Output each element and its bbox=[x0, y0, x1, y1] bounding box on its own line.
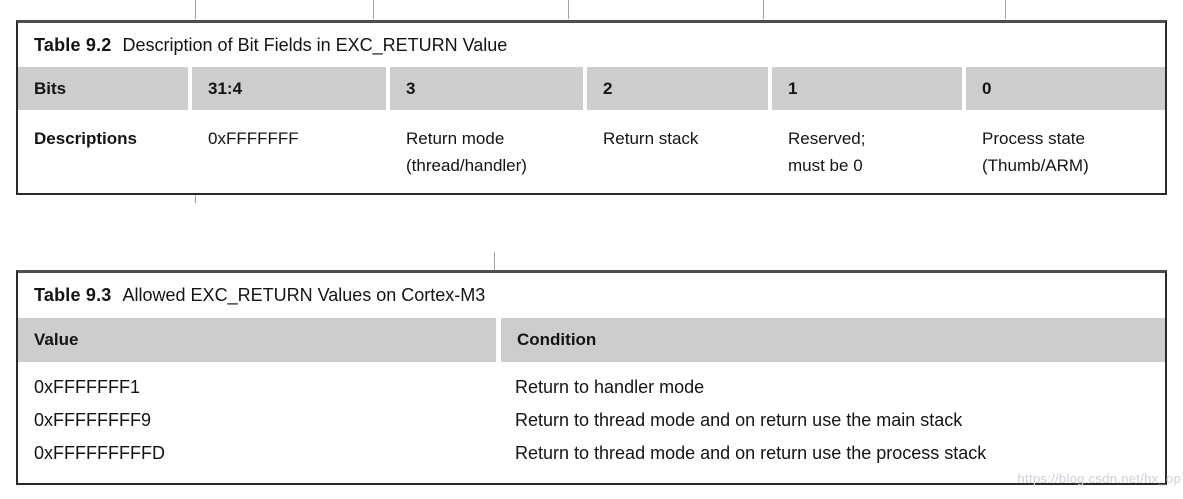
value-cell: 0xFFFFFFFF9 bbox=[34, 410, 151, 430]
col-header-condition: Condition bbox=[501, 318, 1165, 362]
table-number-label: Table 9.3 bbox=[34, 285, 112, 305]
exc-return-values-table: Table 9.3 Allowed EXC_RETURN Values on C… bbox=[16, 270, 1167, 485]
col-header-value: Value bbox=[18, 318, 496, 362]
cell-bit-0: Process state (Thumb/ARM) bbox=[982, 129, 1089, 175]
cell-bit-2: Return stack bbox=[603, 129, 699, 148]
value-cell: 0xFFFFFFF1 bbox=[34, 377, 140, 397]
column-tick-mark bbox=[568, 0, 569, 19]
column-tick-mark bbox=[195, 0, 196, 19]
condition-cell: Return to thread mode and on return use … bbox=[515, 443, 987, 463]
column-tick-mark bbox=[763, 0, 764, 19]
table-row: 0xFFFFFFFF9 Return to thread mode and on… bbox=[18, 404, 1165, 437]
column-tick-mark bbox=[494, 252, 495, 270]
value-cell: 0xFFFFFFFFFD bbox=[34, 443, 165, 463]
table-body: 0xFFFFFFF1 Return to handler mode 0xFFFF… bbox=[18, 362, 1165, 482]
table-row: 0xFFFFFFFFFD Return to thread mode and o… bbox=[18, 437, 1165, 470]
watermark: https://blog.csdn.net/hx_op bbox=[1017, 471, 1181, 486]
condition-cell: Return to thread mode and on return use … bbox=[515, 410, 963, 430]
cell-bits-31-4: 0xFFFFFFF bbox=[208, 129, 299, 148]
table-row: 0xFFFFFFF1 Return to handler mode bbox=[18, 371, 1165, 404]
row-header-descriptions: Descriptions bbox=[34, 129, 137, 148]
col-header-bits: Bits bbox=[18, 67, 188, 110]
table-header-row: Value Condition bbox=[18, 318, 1165, 362]
table-number-label: Table 9.2 bbox=[34, 34, 112, 55]
col-header-31-4: 31:4 bbox=[192, 67, 386, 110]
table-title-text: Description of Bit Fields in EXC_RETURN … bbox=[122, 34, 508, 55]
cell-bit-3: Return mode (thread/handler) bbox=[406, 129, 527, 175]
bit-fields-table: Table 9.2 Description of Bit Fields in E… bbox=[16, 20, 1167, 195]
col-header-bit-3: 3 bbox=[390, 67, 583, 110]
col-header-bit-1: 1 bbox=[772, 67, 962, 110]
cell-bit-1: Reserved; must be 0 bbox=[788, 129, 866, 175]
column-tick-mark bbox=[1005, 0, 1006, 19]
table-title: Table 9.3 Allowed EXC_RETURN Values on C… bbox=[18, 273, 1165, 318]
col-header-bit-2: 2 bbox=[587, 67, 768, 110]
column-tick-mark bbox=[373, 0, 374, 19]
table-title: Table 9.2 Description of Bit Fields in E… bbox=[18, 23, 1165, 67]
table-data-row: Descriptions 0xFFFFFFF Return mode (thre… bbox=[18, 110, 1165, 193]
column-tick-mark bbox=[195, 195, 196, 203]
col-header-bit-0: 0 bbox=[966, 67, 1165, 110]
condition-cell: Return to handler mode bbox=[515, 377, 705, 397]
table-title-text: Allowed EXC_RETURN Values on Cortex-M3 bbox=[122, 285, 486, 305]
table-header-row: Bits 31:4 3 2 1 0 bbox=[18, 67, 1165, 110]
